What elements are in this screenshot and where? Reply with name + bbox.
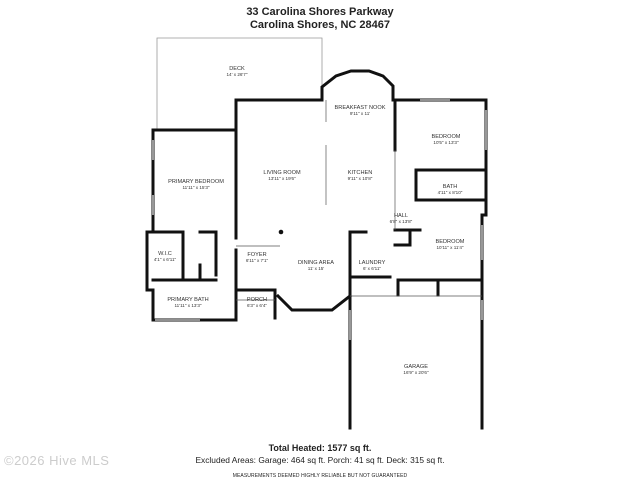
room-dim: 11' x 15' [308, 266, 325, 271]
room-name: W.I.C [158, 251, 172, 257]
deck-outline [156, 37, 323, 130]
room-deck: DECK 14' x 26'7" [226, 66, 247, 77]
room-kitchen: KITCHEN 9'11" x 10'8" [348, 170, 373, 181]
room-dim: 6' x 6'11" [363, 266, 381, 271]
room-name: BREAKFAST NOOK [335, 105, 386, 111]
room-name: HALL [394, 213, 408, 219]
room-name: DECK [229, 66, 245, 72]
room-dim: 6'11" x 7'1" [246, 258, 269, 263]
room-name: PRIMARY BATH [167, 297, 208, 303]
room-primary-bath: PRIMARY BATH 11'11" x 13'3" [167, 297, 208, 308]
room-dim: 11'11" x 13'3" [174, 303, 201, 308]
disclaimer: MEASUREMENTS DEEMED HIGHLY RELIABLE BUT … [232, 473, 408, 479]
room-bedroom-2: BEDROOM 10'11" x 11'4" [436, 239, 465, 250]
room-dim: 16'9" x 20'6" [403, 370, 429, 375]
exterior-walls [145, 69, 488, 430]
room-dim: 4'11" x 8'10" [438, 190, 463, 195]
excluded-areas: Excluded Areas: Garage: 464 sq ft. Porch… [195, 455, 445, 465]
reference-dot [278, 229, 284, 235]
room-wic: W.I.C 4'1" x 6'11" [154, 251, 177, 262]
room-primary-bedroom: PRIMARY BEDROOM 11'11" x 15'3" [168, 179, 224, 190]
room-dim: 6'3" x 6'4" [247, 303, 267, 308]
room-name: BEDROOM [432, 134, 461, 140]
room-dining-area: DINING AREA 11' x 15' [298, 260, 334, 271]
room-dim: 4'1" x 6'11" [154, 257, 177, 262]
total-heated: Total Heated: 1577 sq ft. [268, 443, 372, 453]
thin-lines [236, 100, 482, 301]
room-dim: 6'8" x 13'8" [390, 219, 413, 224]
windows [152, 99, 487, 340]
room-name: BATH [443, 184, 458, 190]
room-name: PORCH [247, 297, 267, 303]
address-line: 33 Carolina Shores Parkway [246, 6, 394, 18]
room-dim: 10'5" x 13'3" [433, 140, 459, 145]
room-living-room: LIVING ROOM 13'11" x 19'6" [263, 170, 301, 181]
city-line: Carolina Shores, NC 28467 [249, 19, 390, 31]
room-porch: PORCH 6'3" x 6'4" [247, 297, 268, 308]
room-breakfast-nook: BREAKFAST NOOK 9'11" x 11' [335, 105, 386, 116]
room-name: BEDROOM [436, 239, 465, 245]
room-dim: 11'11" x 15'3" [182, 185, 209, 190]
room-name: LAUNDRY [359, 260, 386, 266]
room-dim: 10'11" x 11'4" [436, 245, 463, 250]
room-dim: 9'11" x 11' [350, 111, 370, 116]
room-dim: 13'11" x 19'6" [268, 176, 296, 181]
room-garage: GARAGE 16'9" x 20'6" [403, 364, 429, 375]
room-name: KITCHEN [348, 170, 373, 176]
room-name: GARAGE [404, 364, 428, 370]
room-dim: 14' x 26'7" [226, 72, 247, 77]
room-hall: HALL 6'8" x 13'8" [390, 213, 413, 224]
room-laundry: LAUNDRY 6' x 6'11" [359, 260, 386, 271]
room-bath: BATH 4'11" x 8'10" [438, 184, 463, 195]
room-name: DINING AREA [298, 260, 334, 266]
room-dim: 9'11" x 10'8" [348, 176, 373, 181]
room-name: FOYER [247, 252, 266, 258]
room-name: LIVING ROOM [263, 170, 301, 176]
room-name: PRIMARY BEDROOM [168, 179, 224, 185]
watermark: ©2026 Hive MLS [4, 453, 110, 468]
room-foyer: FOYER 6'11" x 7'1" [246, 252, 269, 263]
room-bedroom-1: BEDROOM 10'5" x 13'3" [432, 134, 461, 145]
